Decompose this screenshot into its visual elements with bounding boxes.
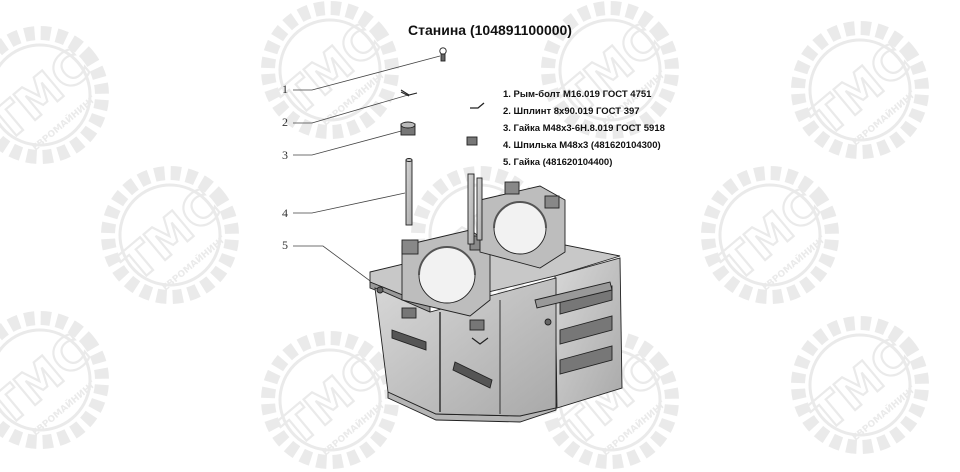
legend-item: 3. Гайка М48х3-6Н.8.019 ГОСТ 5918: [503, 123, 665, 134]
cotter-pin-part: [400, 89, 418, 97]
page-title: Станина (104891100000): [408, 22, 572, 38]
leader-5: [293, 245, 386, 293]
legend-item: 4. Шпилька М48х3 (481620104300): [503, 140, 661, 151]
nut-part: [400, 121, 416, 136]
legend-symbols: [466, 102, 485, 146]
leader-2: [293, 94, 409, 124]
legend-item: 1. Рым-болт М16.019 ГОСТ 4751: [503, 89, 652, 100]
callout-number: 1: [282, 82, 288, 96]
callout-numbers: 1 2 3 4 5: [282, 82, 288, 252]
eye-bolt-part: [439, 47, 447, 62]
callout-number: 2: [282, 115, 288, 129]
legend-item: 2. Шплинт 8х90.019 ГОСТ 397: [503, 106, 640, 117]
leader-3: [293, 129, 406, 156]
callout-number: 5: [282, 238, 288, 252]
leader-4: [293, 192, 406, 214]
callout-number: 3: [282, 148, 288, 162]
leader-lines: [293, 55, 441, 293]
parts-legend: 1. Рым-болт М16.019 ГОСТ 4751 2. Шплинт …: [503, 86, 665, 171]
callout-number: 4: [282, 206, 288, 220]
leader-1: [293, 55, 441, 91]
legend-item: 5. Гайка (481620104400): [503, 157, 613, 168]
frame-assembly: [369, 173, 623, 423]
stud-part: [405, 158, 413, 226]
